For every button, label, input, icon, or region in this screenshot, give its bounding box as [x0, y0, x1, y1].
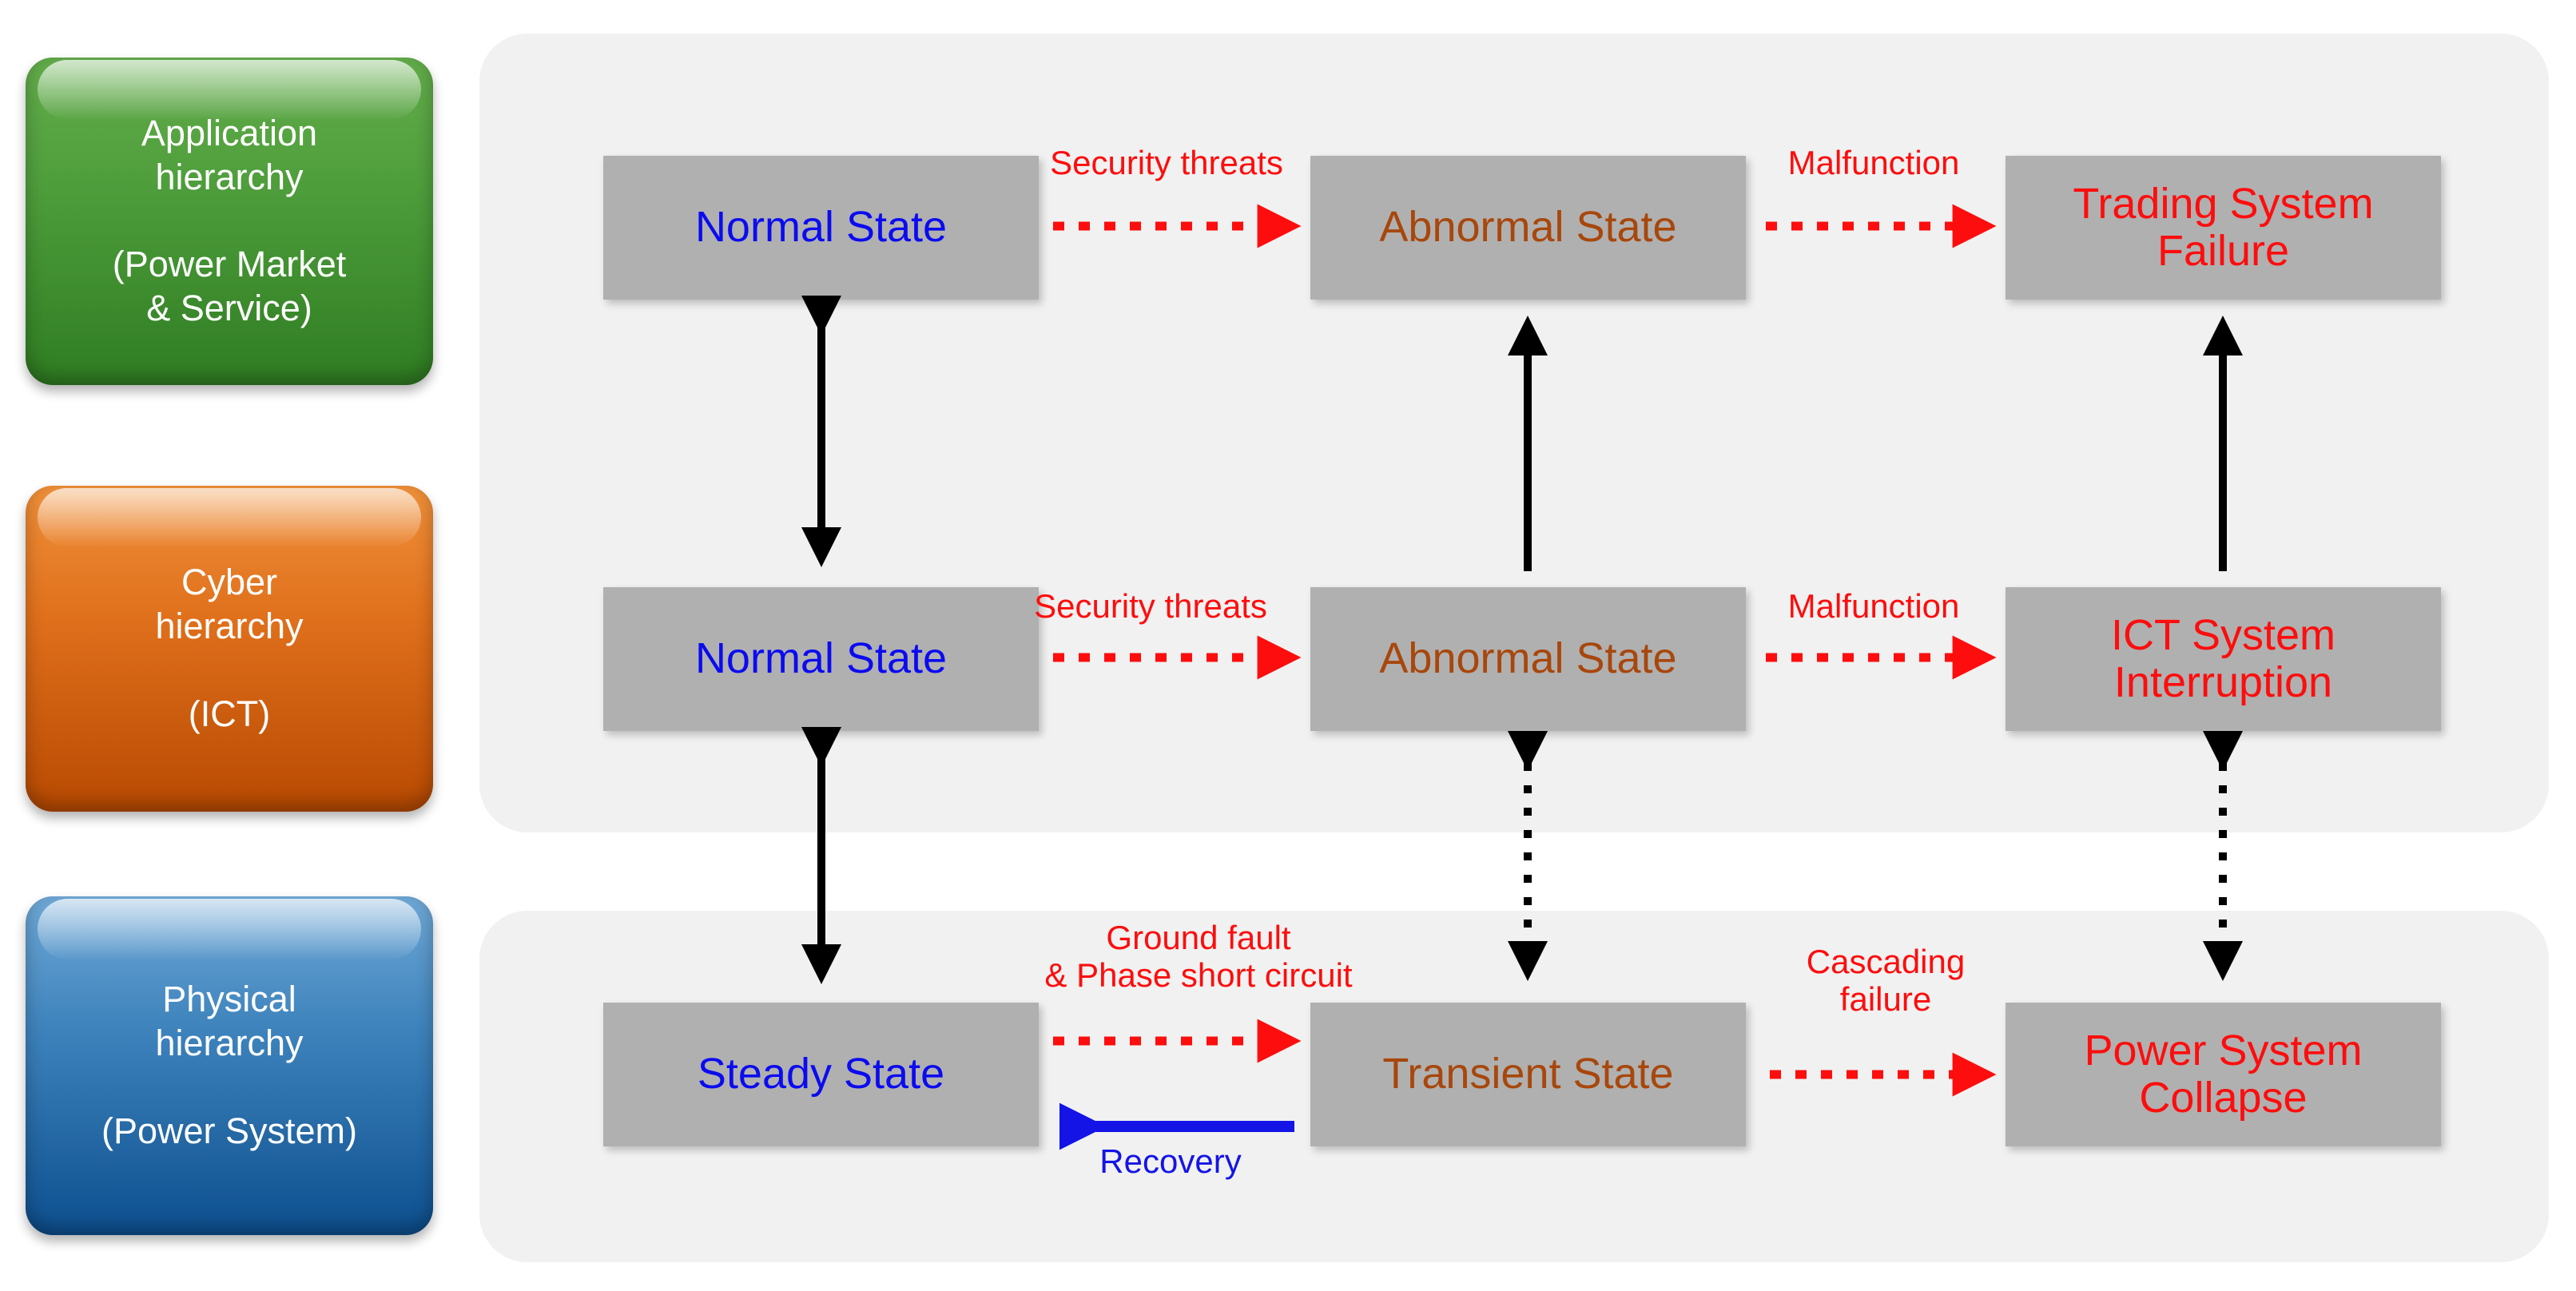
- edge-label-app-security-threats: Security threats: [1050, 144, 1283, 181]
- edge-label-physical-ground-fault: Ground fault & Phase short circuit: [1044, 919, 1353, 995]
- hierarchy-card-cyber[interactable]: Cyber hierarchy (ICT): [26, 486, 433, 812]
- state-box-cyber-failure-label: ICT System Interruption: [2110, 610, 2336, 706]
- state-box-physical-transient-label: Transient State: [1382, 1050, 1674, 1098]
- state-box-cyber-abnormal-label: Abnormal State: [1379, 634, 1677, 683]
- state-box-cyber-abnormal[interactable]: Abnormal State: [1310, 587, 1746, 731]
- state-box-physical-failure-label: Power System Collapse: [2084, 1026, 2363, 1122]
- hierarchy-card-physical-label: Physical hierarchy (Power System): [101, 979, 358, 1151]
- edge-label-physical-recovery: Recovery: [1099, 1142, 1242, 1180]
- state-box-app-abnormal[interactable]: Abnormal State: [1310, 156, 1746, 300]
- state-box-app-abnormal-label: Abnormal State: [1379, 203, 1677, 252]
- state-box-app-failure[interactable]: Trading System Failure: [2006, 156, 2441, 300]
- hierarchy-card-cyber-label: Cyber hierarchy (ICT): [155, 562, 304, 734]
- hierarchy-card-physical[interactable]: Physical hierarchy (Power System): [26, 896, 433, 1235]
- state-box-app-failure-label: Trading System Failure: [2073, 179, 2374, 275]
- state-box-cyber-failure[interactable]: ICT System Interruption: [2006, 587, 2441, 731]
- state-box-physical-steady[interactable]: Steady State: [603, 1003, 1039, 1146]
- edge-label-physical-cascading-failure: Cascading failure: [1806, 943, 1966, 1019]
- edge-label-cyber-security-threats: Security threats: [1034, 587, 1267, 625]
- state-box-app-normal[interactable]: Normal State: [603, 156, 1039, 300]
- state-box-app-normal-label: Normal State: [694, 203, 948, 252]
- hierarchy-card-application[interactable]: Application hierarchy (Power Market & Se…: [26, 58, 433, 385]
- state-box-physical-failure[interactable]: Power System Collapse: [2006, 1003, 2441, 1146]
- state-box-cyber-normal-label: Normal State: [694, 634, 948, 683]
- edge-label-app-malfunction: Malfunction: [1787, 144, 1960, 181]
- state-box-physical-transient[interactable]: Transient State: [1310, 1003, 1746, 1146]
- state-box-cyber-normal[interactable]: Normal State: [603, 587, 1039, 731]
- hierarchy-card-application-label: Application hierarchy (Power Market & Se…: [112, 112, 347, 329]
- edge-label-cyber-malfunction: Malfunction: [1787, 587, 1960, 625]
- state-box-physical-steady-label: Steady State: [697, 1050, 945, 1098]
